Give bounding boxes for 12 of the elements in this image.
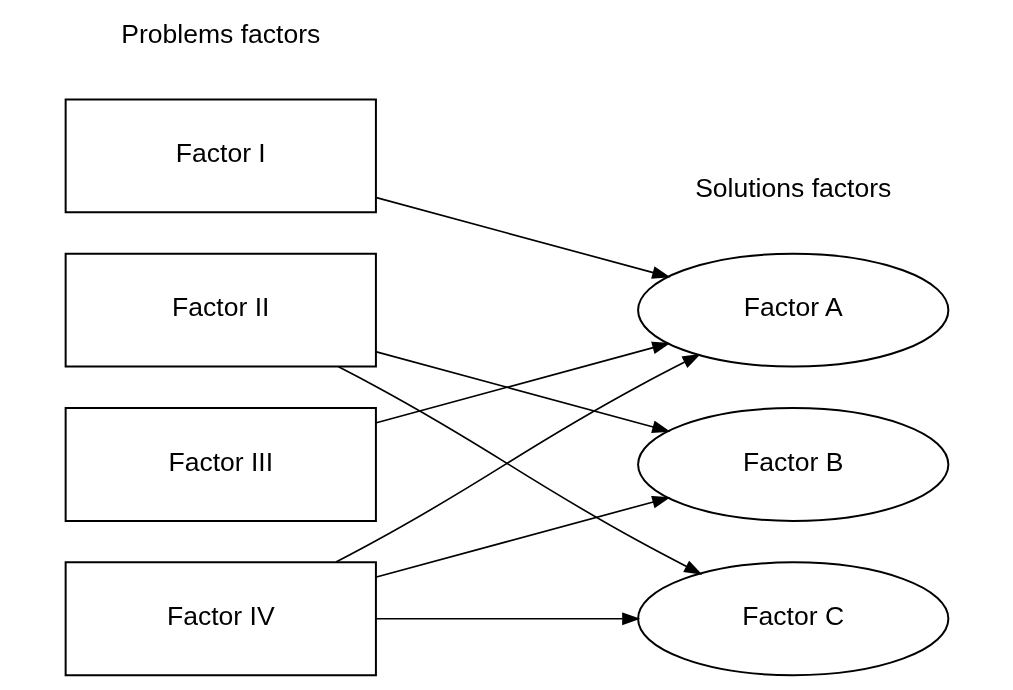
- node-box: Factor IV: [64, 561, 377, 677]
- arrow: [375, 351, 670, 434]
- node-ellipse: Factor B: [636, 407, 949, 522]
- arrow: [375, 341, 670, 424]
- node-box: Factor I: [64, 98, 377, 214]
- arrow: [375, 612, 640, 626]
- node-box: Factor II: [64, 252, 377, 368]
- arrow: [375, 495, 670, 578]
- node-box: Factor III: [64, 407, 377, 522]
- label: Solutions factors: [694, 172, 891, 203]
- arrow: [375, 196, 670, 279]
- label: Problems factors: [120, 18, 320, 49]
